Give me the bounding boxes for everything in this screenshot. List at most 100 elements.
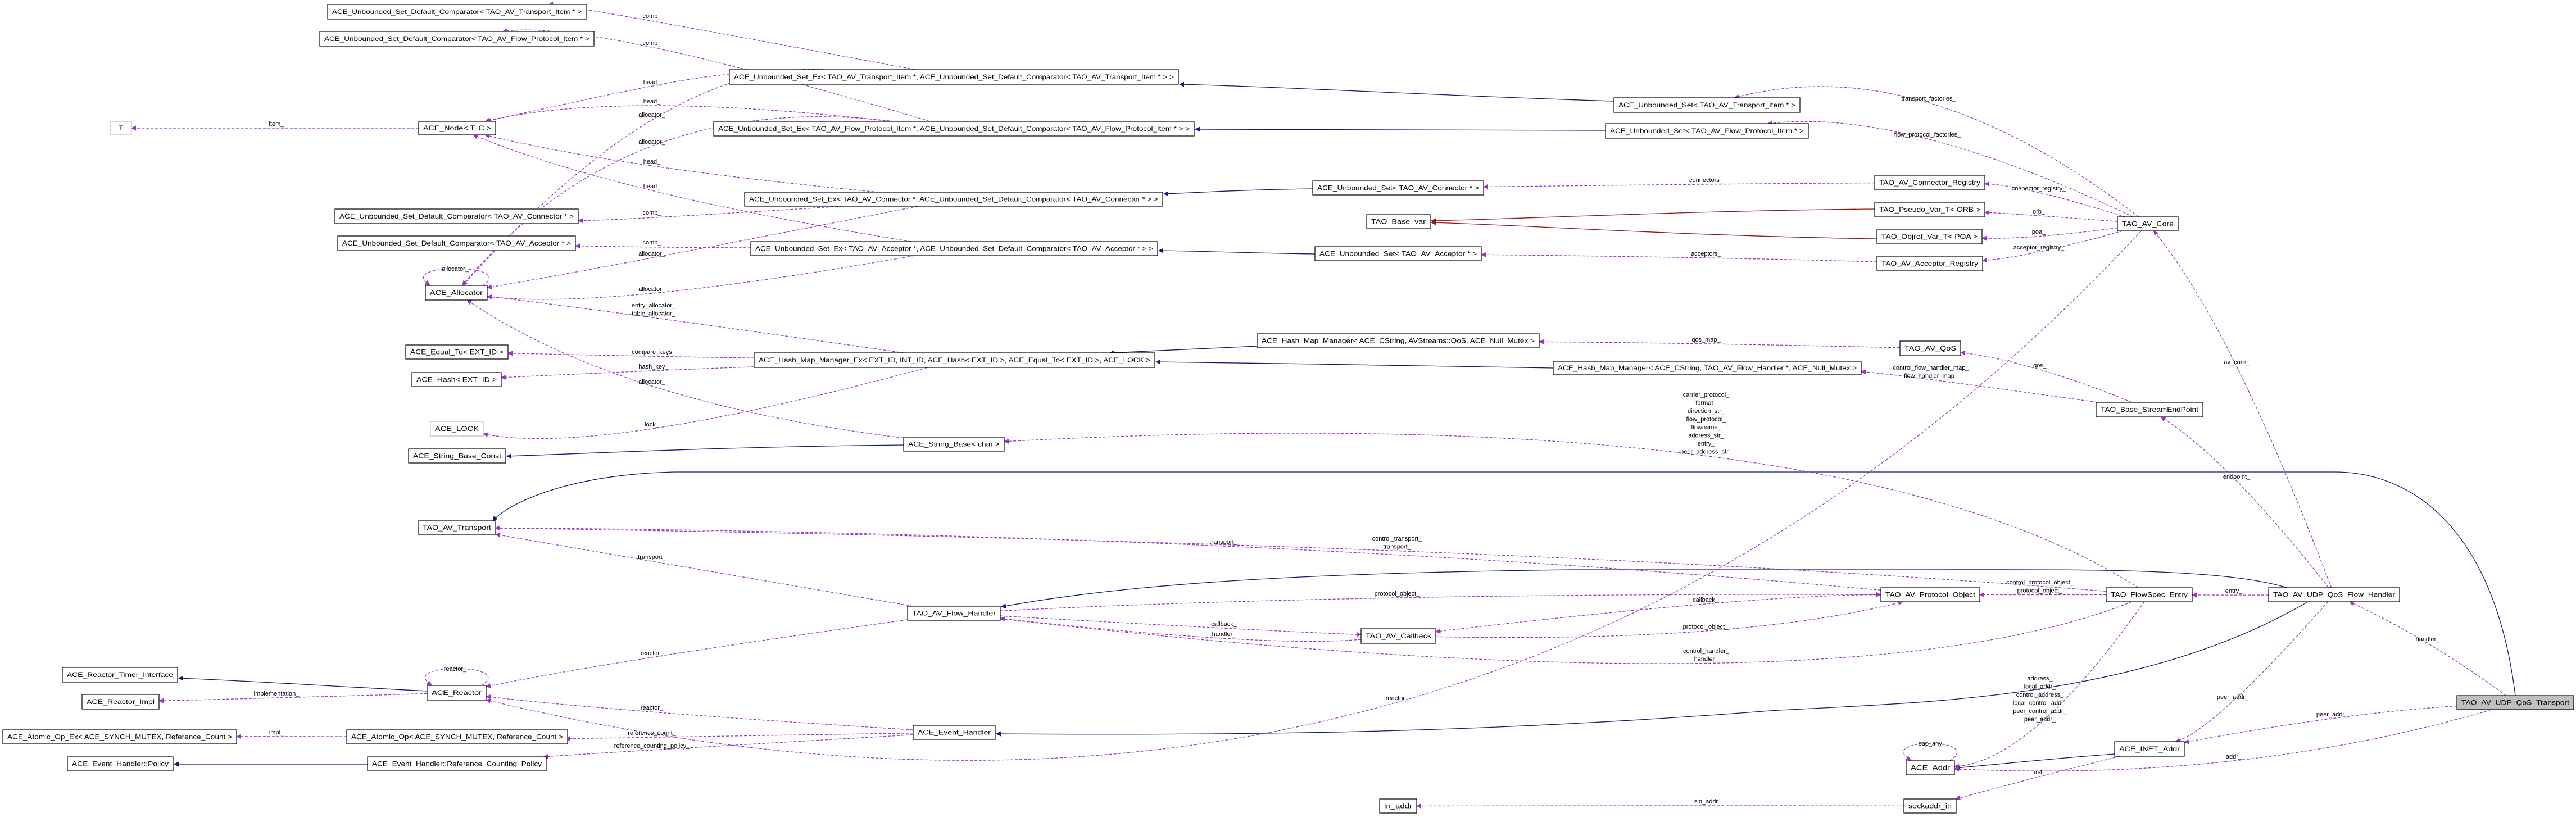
class-node-sbchar[interactable]: ACE_String_Base< char > — [903, 437, 1005, 452]
inheritance-edge — [1179, 81, 1614, 102]
edge-label: allocator_ — [442, 266, 469, 273]
class-node-sockaddr[interactable]: sockaddr_in — [1903, 798, 1957, 814]
usage-edge — [487, 206, 918, 290]
inheritance-edge — [506, 444, 904, 459]
usage-edge — [487, 255, 915, 300]
class-node-hash[interactable]: ACE_Hash< EXT_ID > — [411, 372, 502, 387]
node-label: ACE_Event_Handler::Policy — [72, 760, 169, 768]
edge-label-line: protocol_object_ — [2017, 588, 2063, 594]
class-node-pobj[interactable]: TAO_AV_Protocol_Object — [1880, 587, 1980, 602]
edge-label: comp_ — [642, 239, 661, 246]
edge-label-line: flowname_ — [1691, 424, 1721, 431]
edge-label-line: flow_protocol_ — [1686, 416, 1727, 423]
class-node-qmap[interactable]: ACE_Hash_Map_Manager< ACE_CString, AVStr… — [1257, 333, 1540, 348]
class-node-node[interactable]: ACE_Node< T, C > — [418, 121, 496, 135]
class-node-cmp-fp[interactable]: ACE_Unbounded_Set_Default_Comparator< TA… — [319, 31, 595, 47]
class-node-addr[interactable]: ACE_Addr — [1906, 760, 1955, 775]
class-node-policy[interactable]: ACE_Event_Handler::Policy — [67, 756, 174, 771]
edge-label-line: av_core_ — [2224, 359, 2250, 366]
class-node-reactor[interactable]: ACE_Reactor — [427, 685, 487, 701]
inheritance-edge — [1955, 753, 2115, 770]
class-node-fse[interactable]: TAO_FlowSpec_Entry — [2106, 587, 2193, 602]
node-label: ACE_Unbounded_Set_Ex< TAO_AV_Flow_Protoc… — [718, 125, 1190, 133]
class-node-core[interactable]: TAO_AV_Core — [2117, 216, 2179, 231]
class-node-av-tr[interactable]: TAO_AV_Transport — [418, 520, 496, 535]
edge-label-line: comp_ — [642, 40, 661, 47]
class-node-sbc[interactable]: ACE_String_Base_Const — [408, 448, 506, 464]
class-node-qos[interactable]: TAO_AV_QoS — [1899, 340, 1961, 356]
edge-label-line: head_ — [643, 158, 661, 165]
class-node-cmp-co[interactable]: ACE_Unbounded_Set_Default_Comparator< TA… — [334, 208, 579, 224]
edge-label: entry_ — [2225, 588, 2243, 594]
class-node-timer-if[interactable]: ACE_Reactor_Timer_Interface — [62, 667, 178, 683]
class-node-alloc[interactable]: ACE_Allocator — [425, 285, 488, 301]
edge-label-line: allocator_ — [638, 379, 666, 385]
node-label: ACE_Unbounded_Set_Ex< TAO_AV_Connector *… — [749, 196, 1158, 203]
node-box — [903, 437, 1005, 452]
node-box — [1876, 256, 1983, 271]
class-node-cmp-tr[interactable]: ACE_Unbounded_Set_Default_Comparator< TA… — [327, 4, 587, 20]
class-node-setex-tr[interactable]: ACE_Unbounded_Set_Ex< TAO_AV_Transport_I… — [729, 69, 1179, 85]
class-node-acc-reg[interactable]: TAO_AV_Acceptor_Registry — [1876, 256, 1983, 271]
edge-label-line: head_ — [643, 183, 661, 190]
class-node-hmex[interactable]: ACE_Hash_Map_Manager_Ex< EXT_ID, INT_ID,… — [754, 352, 1155, 368]
usage-edge — [502, 28, 930, 122]
class-node-set-co[interactable]: ACE_Unbounded_Set< TAO_AV_Connector * > — [1312, 180, 1484, 196]
class-node-T[interactable]: T — [110, 121, 132, 135]
usage-edge — [575, 243, 751, 249]
node-label: ACE_Unbounded_Set< TAO_AV_Connector * > — [1317, 184, 1479, 192]
edge-label-line: connectors_ — [1689, 177, 1724, 184]
usage-edge — [507, 351, 755, 358]
edge-label-line: callback_ — [1211, 621, 1237, 628]
edge-label-line: peer_addr_ — [2217, 694, 2249, 701]
class-node-setex-co[interactable]: ACE_Unbounded_Set_Ex< TAO_AV_Connector *… — [744, 192, 1163, 207]
usage-edge — [466, 299, 904, 439]
class-node-conn-reg[interactable]: TAO_AV_Connector_Registry — [1874, 175, 1985, 190]
usage-edge — [158, 693, 428, 703]
class-node-callback[interactable]: TAO_AV_Callback — [1360, 628, 1436, 644]
edge-label-line: lock_ — [645, 421, 660, 428]
class-node-set-tr[interactable]: ACE_Unbounded_Set< TAO_AV_Transport_Item… — [1613, 97, 1801, 113]
class-node-flow-handler[interactable]: TAO_AV_Flow_Handler — [907, 606, 1001, 621]
usage-edge — [1981, 227, 2118, 241]
class-node-lock[interactable]: ACE_LOCK — [430, 421, 484, 437]
class-node-atomic[interactable]: ACE_Atomic_Op< ACE_SYNCH_MUTEX, Referenc… — [346, 729, 568, 744]
edge-label: allocator_ — [638, 112, 666, 119]
class-node-udp-fh[interactable]: TAO_AV_UDP_QoS_Flow_Handler — [2268, 587, 2400, 602]
class-node-objref[interactable]: TAO_Objref_Var_T< POA > — [1876, 229, 1983, 244]
edge-label: comp_ — [642, 40, 661, 47]
edge-label: impl_ — [269, 729, 284, 736]
class-node-inet[interactable]: ACE_INET_Addr — [2114, 741, 2185, 757]
edge-label-line: transport_ — [1209, 539, 1237, 546]
class-node-set-fp[interactable]: ACE_Unbounded_Set< TAO_AV_Flow_Protocol_… — [1605, 123, 1809, 139]
inheritance-edge — [1001, 569, 2288, 608]
class-node-event-handler[interactable]: ACE_Event_Handler — [913, 725, 996, 740]
class-node-equal[interactable]: ACE_Equal_To< EXT_ID > — [405, 344, 509, 360]
class-node-atomic-ex[interactable]: ACE_Atomic_Op_Ex< ACE_SYNCH_MUTEX, Refer… — [2, 729, 237, 744]
node-box — [1899, 340, 1961, 356]
node-box — [327, 4, 587, 20]
class-node-reactor-impl[interactable]: ACE_Reactor_Impl — [81, 694, 160, 710]
node-box — [1880, 587, 1980, 602]
node-label: ACE_Addr — [1911, 764, 1950, 772]
class-node-cmp-ac[interactable]: ACE_Unbounded_Set_Default_Comparator< TA… — [337, 235, 576, 251]
class-node-fhmap[interactable]: ACE_Hash_Map_Manager< ACE_CString, TAO_A… — [1553, 361, 1862, 375]
node-label: TAO_AV_Flow_Handler — [912, 610, 996, 617]
class-node-udp-tr[interactable]: TAO_AV_UDP_QoS_Transport — [2456, 695, 2574, 710]
class-node-in-addr[interactable]: in_addr — [1379, 798, 1417, 814]
class-node-setex-fp[interactable]: ACE_Unbounded_Set_Ex< TAO_AV_Flow_Protoc… — [713, 121, 1195, 137]
class-node-sep[interactable]: TAO_Base_StreamEndPoint — [2096, 402, 2203, 417]
node-label: ACE_Event_Handler — [918, 729, 991, 737]
edge-label: control_flow_handler_map_flow_handler_ma… — [1893, 365, 1969, 380]
class-node-set-ac[interactable]: ACE_Unbounded_Set< TAO_AV_Acceptor * > — [1314, 246, 1482, 261]
usage-edge — [473, 134, 911, 242]
class-node-pseudo[interactable]: TAO_Pseudo_Var_T< ORB > — [1874, 202, 1985, 217]
edge-label-line: hash_key_ — [638, 364, 669, 370]
edge-label-line: orb_ — [2033, 208, 2046, 215]
class-node-setex-ac[interactable]: ACE_Unbounded_Set_Ex< TAO_AV_Acceptor *,… — [750, 241, 1158, 256]
class-node-refpol[interactable]: ACE_Event_Handler::Reference_Counting_Po… — [367, 756, 547, 771]
class-node-base-var[interactable]: TAO_Base_var — [1366, 214, 1431, 229]
edge-label: head_ — [643, 79, 661, 86]
usage-edge — [2160, 416, 2329, 588]
usage-edge — [1004, 433, 2139, 588]
